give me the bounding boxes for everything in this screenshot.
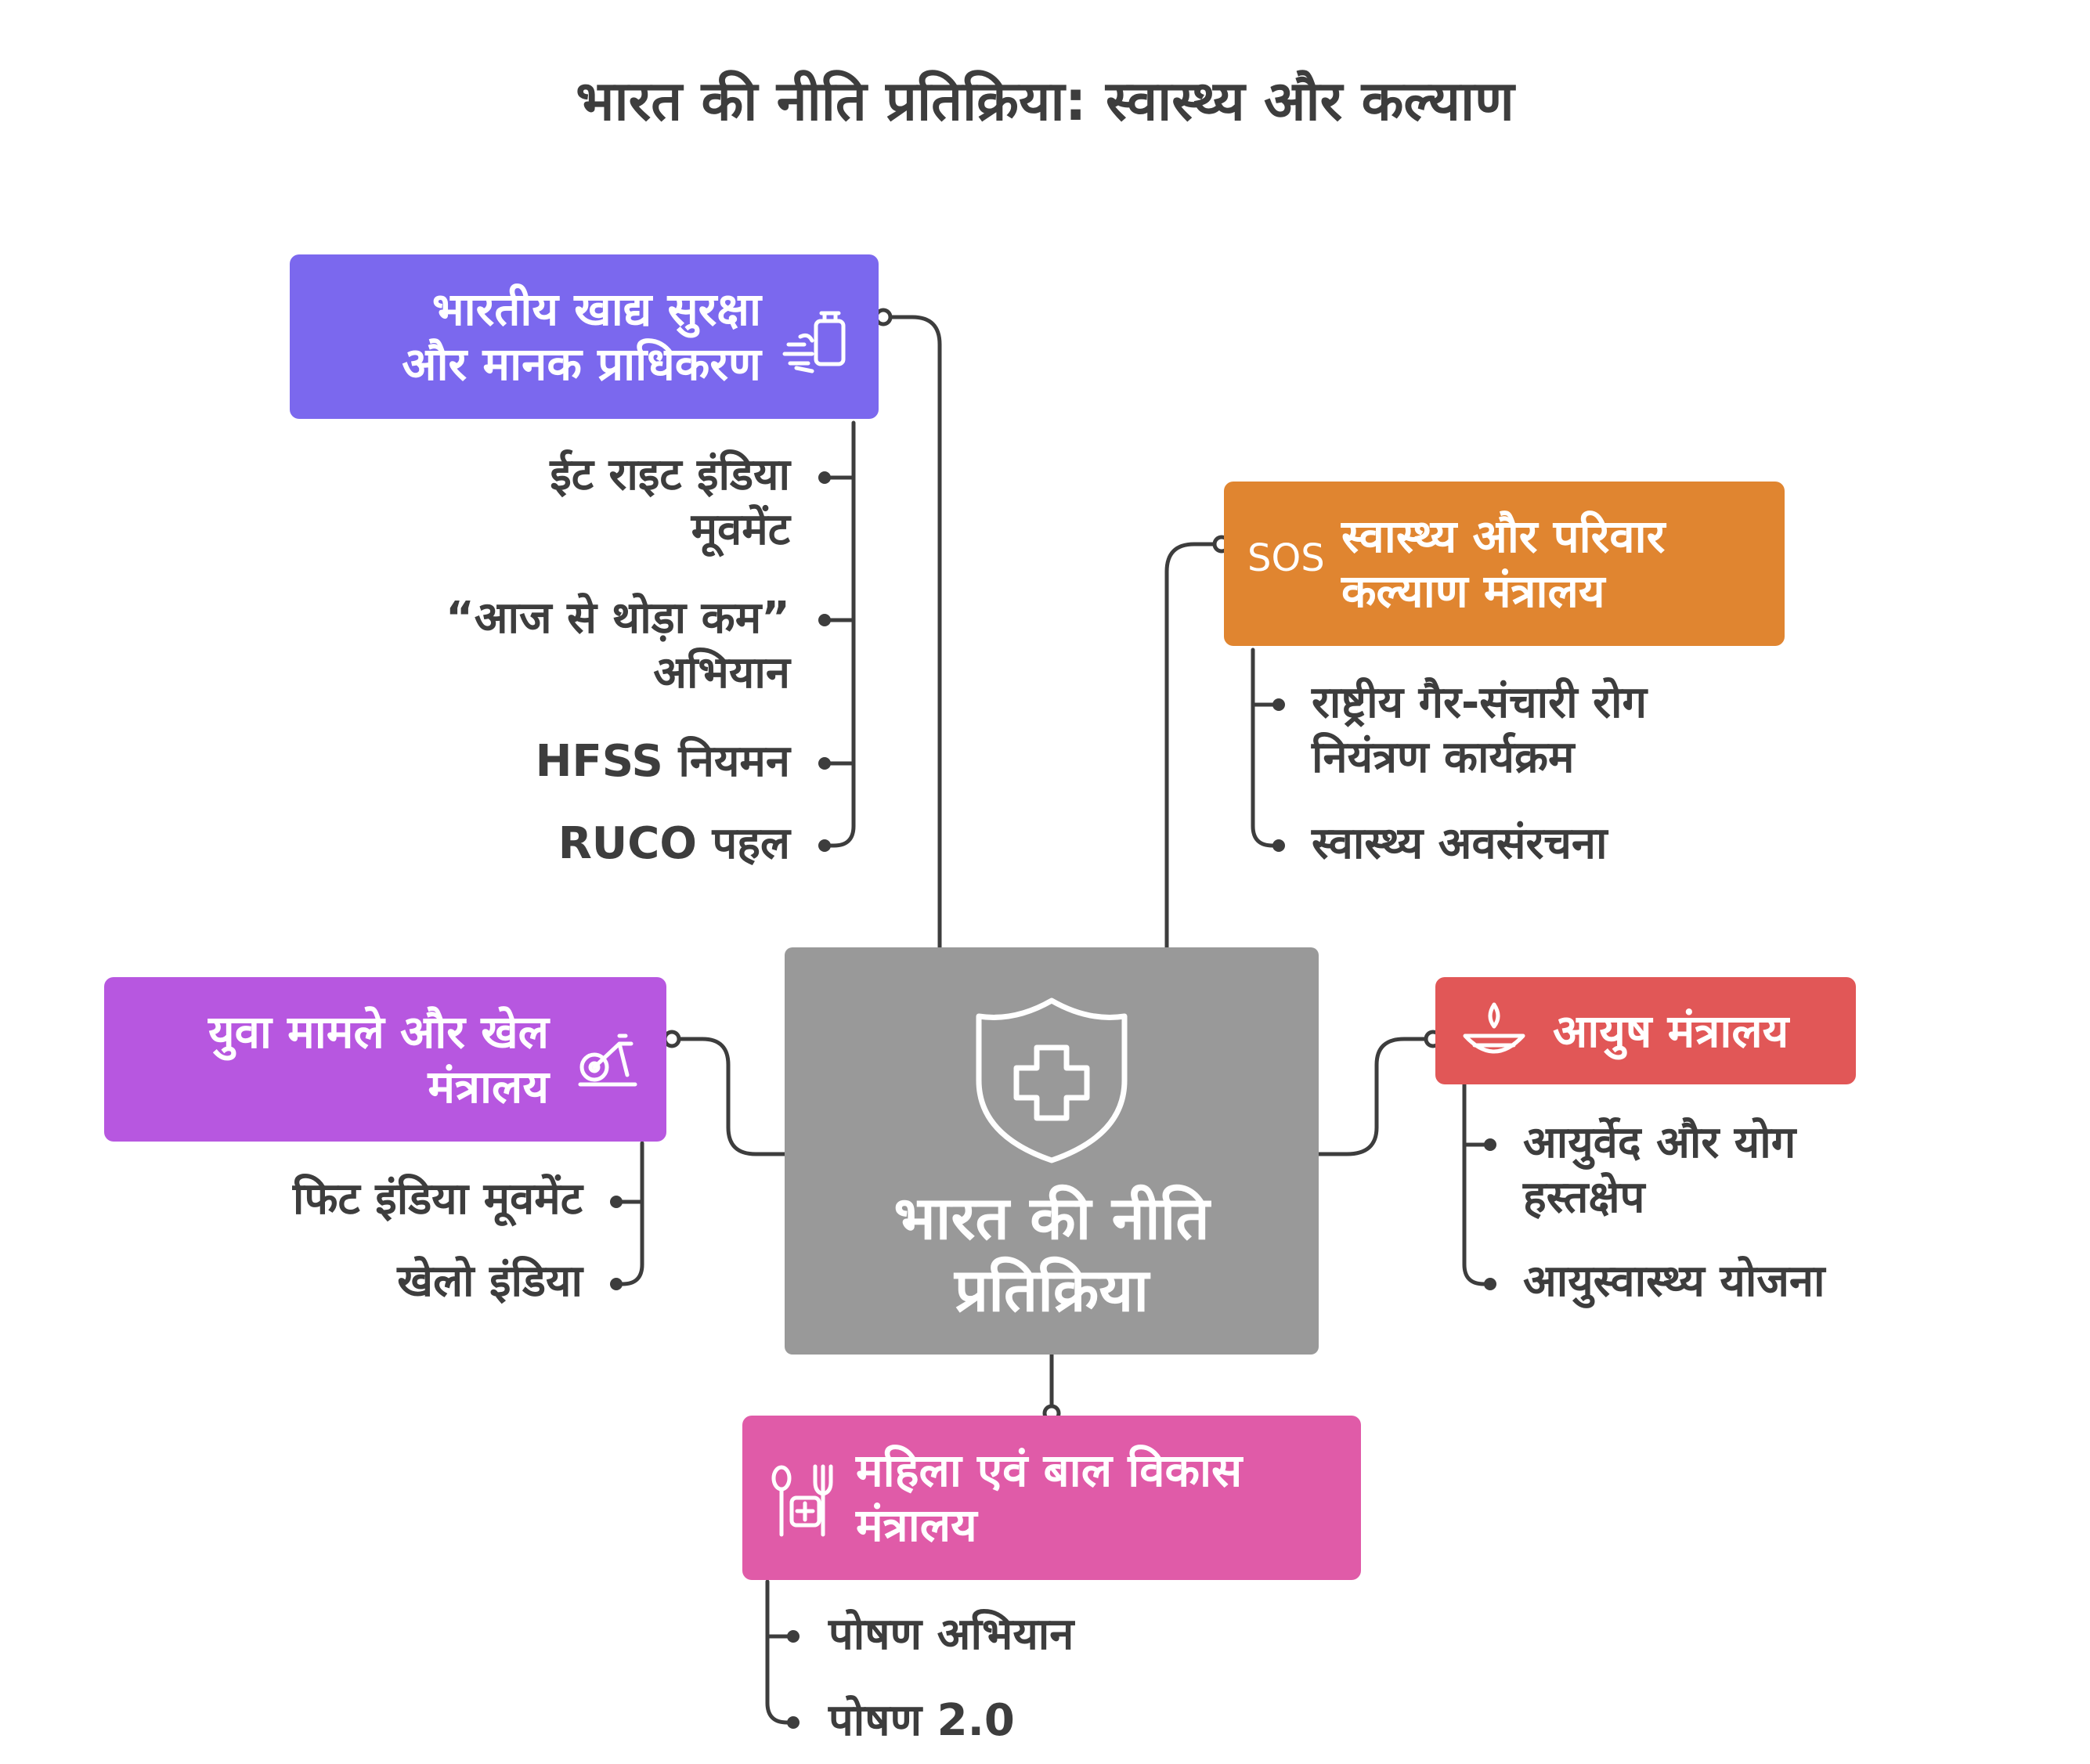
shield-plus-icon — [971, 994, 1132, 1167]
center-node: भारत की नीति प्रतिक्रिया — [785, 947, 1319, 1355]
fssai-item-eat-right: ईट राइट इंडिया मूवमेंट — [550, 449, 790, 555]
health-item-ncd: राष्ट्रीय गैर-संचारी रोग नियंत्रण कार्यक… — [1312, 677, 1648, 783]
nutrition-care-icon — [764, 1463, 843, 1541]
exercise-bike-icon — [572, 1028, 643, 1091]
node-wcd-label: महिला एवं बाल विकास मंत्रालय — [856, 1444, 1243, 1552]
center-node-label: भारत की नीति प्रतिक्रिया — [893, 1183, 1210, 1325]
ayush-item-ayurveda-yoga: आयुर्वेद और योग हस्तक्षेप — [1523, 1117, 1796, 1223]
connector-health-items — [1251, 648, 1281, 848]
connector-ayush — [1316, 1037, 1435, 1156]
connector-wcd-items — [765, 1579, 796, 1725]
node-fssai-label: भारतीय खाद्य सुरक्षा और मानक प्राधिकरण — [402, 283, 761, 391]
node-health: SOS स्वास्थ्य और परिवार कल्याण मंत्रालय — [1224, 482, 1785, 646]
connector-fssai-items — [822, 420, 856, 848]
connector-fssai — [881, 315, 942, 950]
connector-youth-items — [614, 1141, 644, 1286]
node-youth: युवा मामले और खेल मंत्रालय — [104, 977, 666, 1142]
sos-icon: SOS — [1247, 536, 1325, 580]
ayush-item-ayuswasthya: आयुस्वास्थ्य योजना — [1523, 1256, 1825, 1307]
node-ayush: आयुष मंत्रालय — [1435, 977, 1856, 1084]
node-youth-label: युवा मामले और खेल मंत्रालय — [208, 1005, 549, 1113]
health-item-infra: स्वास्थ्य अवसंरचना — [1312, 818, 1608, 869]
node-health-label: स्वास्थ्य और परिवार कल्याण मंत्रालय — [1341, 510, 1666, 618]
food-safety-icon — [781, 298, 851, 376]
diya-lamp-icon — [1459, 997, 1529, 1067]
wcd-item-poshan-abhiyan: पोषण अभियान — [828, 1609, 1074, 1660]
connector-youth — [670, 1037, 787, 1156]
youth-item-khelo-india: खेलो इंडिया — [397, 1256, 583, 1307]
youth-item-fit-india: फिट इंडिया मूवमेंट — [292, 1174, 583, 1225]
fssai-item-aaj-se: “आज से थोड़ा कम” अभियान — [446, 593, 790, 698]
connector-ayush-items — [1462, 1082, 1493, 1286]
node-wcd: महिला एवं बाल विकास मंत्रालय — [742, 1416, 1361, 1580]
page-title: भारत की नीति प्रतिक्रिया: स्वास्थ्य और क… — [576, 69, 1514, 133]
fssai-item-ruco: RUCO पहल — [558, 818, 790, 869]
wcd-item-poshan-2: पोषण 2.0 — [828, 1695, 1015, 1746]
fssai-item-hfss: HFSS नियमन — [535, 736, 790, 787]
node-fssai: भारतीय खाद्य सुरक्षा और मानक प्राधिकरण — [290, 254, 879, 419]
node-ayush-label: आयुष मंत्रालय — [1553, 1004, 1789, 1058]
connector-health — [1164, 542, 1224, 950]
